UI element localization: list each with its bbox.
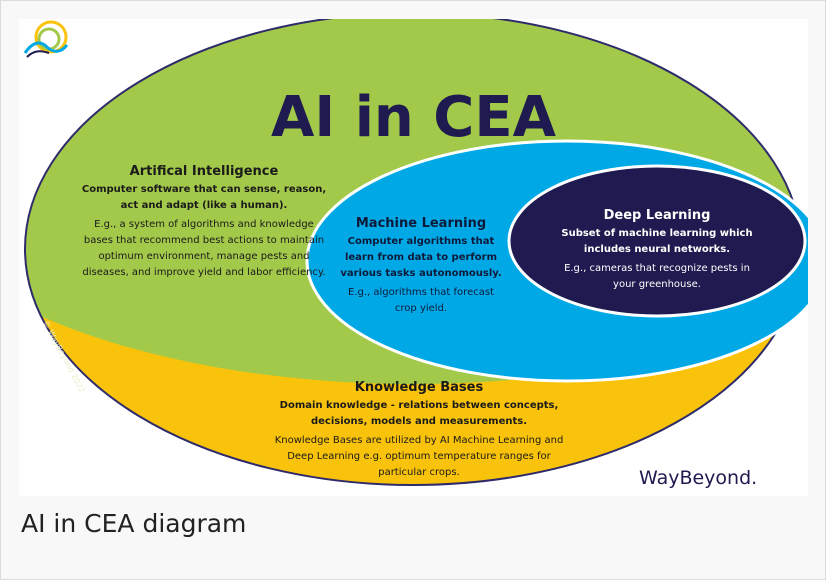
ai-heading: Artifical Intelligence	[129, 164, 279, 179]
ai-in-cea-diagram: AI in CEA Artifical Intelligence Compute…	[19, 19, 808, 496]
diagram-title: AI in CEA	[271, 85, 556, 150]
dl-text-block: Deep Learning Subset of machine learning…	[552, 207, 762, 293]
ml-heading: Machine Learning	[355, 216, 487, 231]
ai-definition: Computer software that can sense, reason…	[81, 184, 327, 211]
ml-definition: Computer algorithms that learn from data…	[340, 236, 502, 279]
diagram-shapes	[24, 19, 808, 486]
image-caption: AI in CEA diagram	[21, 509, 247, 538]
ml-text-block: Machine Learning Computer algorithms tha…	[337, 215, 505, 317]
kb-text-block: Knowledge Bases Domain knowledge - relat…	[269, 379, 569, 481]
waybeyond-logo-text: WayBeyond.	[639, 467, 758, 489]
kb-example: Knowledge Bases are utilized by AI Machi…	[274, 435, 564, 478]
ai-text-block: Artifical Intelligence Computer software…	[79, 163, 329, 281]
deep-learning-ellipse	[507, 164, 807, 318]
infinity-swirl-icon	[23, 20, 69, 58]
ml-example: E.g., algorithms that forecast crop yiel…	[348, 287, 494, 314]
dl-heading: Deep Learning	[603, 208, 711, 223]
kb-definition: Domain knowledge - relations between con…	[279, 400, 559, 427]
dl-definition: Subset of machine learning which include…	[561, 228, 753, 255]
kb-heading: Knowledge Bases	[354, 380, 484, 395]
ai-example: E.g., a system of algorithms and knowled…	[82, 219, 326, 278]
dl-example: E.g., cameras that recognize pests in yo…	[564, 263, 750, 290]
